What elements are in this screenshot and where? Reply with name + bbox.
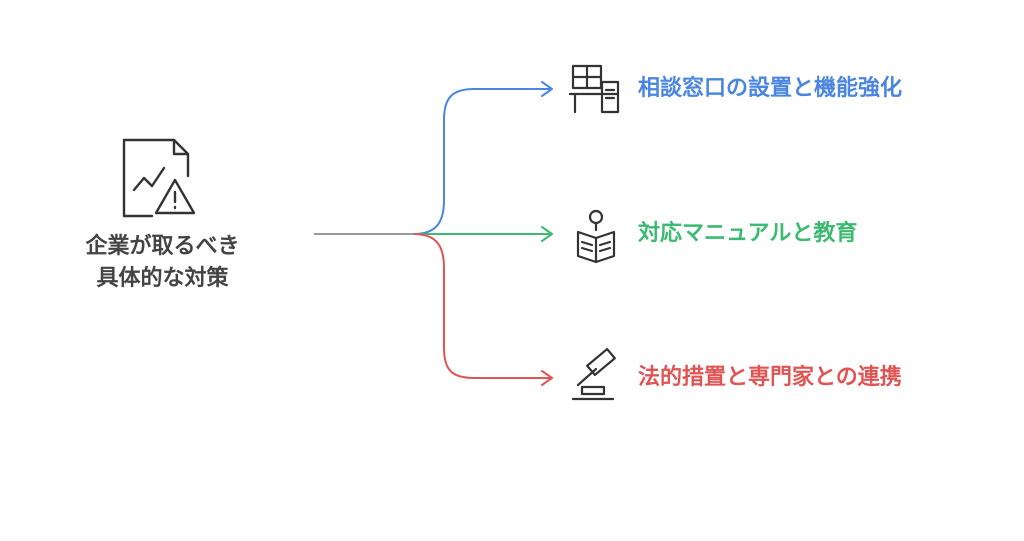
person-reading-icon — [576, 209, 616, 264]
branch-connector-0 — [413, 88, 552, 235]
branch-connector-2 — [413, 233, 552, 379]
gavel-icon — [571, 347, 616, 401]
branch-label-manual-education: 対応マニュアルと教育 — [638, 221, 858, 246]
arrowhead-1 — [541, 226, 553, 242]
arrowhead-2 — [541, 370, 553, 386]
root-label: 企業が取るべき 具体的な対策 — [55, 231, 270, 295]
reception-desk-icon — [568, 64, 620, 114]
document-warning-icon — [122, 138, 196, 218]
arrowhead-0 — [541, 81, 553, 97]
root-label-line-2: 具体的な対策 — [96, 266, 229, 291]
branch-label-legal-measures: 法的措置と専門家との連携 — [638, 365, 902, 390]
root-label-line-1: 企業が取るべき — [85, 234, 240, 259]
branch-label-consultation-desk: 相談窓口の設置と機能強化 — [638, 76, 903, 101]
